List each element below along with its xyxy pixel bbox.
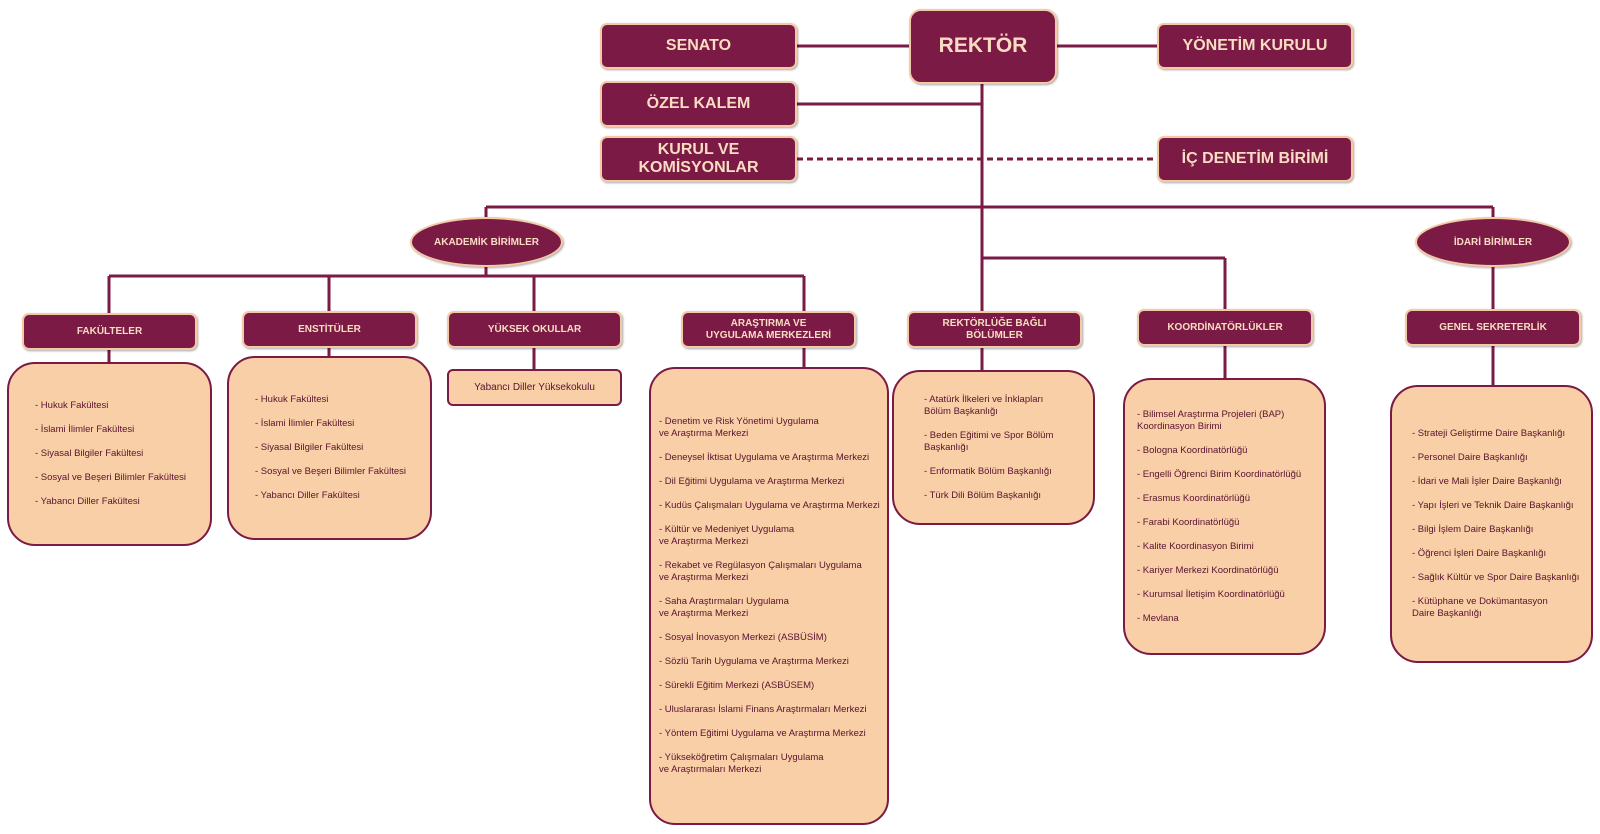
- list-item: - Kariyer Merkezi Koordinatörlüğü: [1137, 564, 1279, 576]
- list-item: - İslami İlimler Fakültesi: [35, 424, 135, 435]
- rektor-box: REKTÖR: [909, 9, 1057, 84]
- enstituler-header: ENSTİTÜLER: [242, 311, 417, 348]
- list-item: - Hukuk Fakültesi: [255, 394, 329, 405]
- yonetim-kurulu-box: YÖNETİM KURULU: [1157, 23, 1353, 69]
- list-item: - Erasmus Koordinatörlüğü: [1137, 492, 1250, 504]
- list-item: - Farabi Koordinatörlüğü: [1137, 516, 1240, 528]
- kurul-komisyonlar-box: KURUL VE KOMİSYONLAR: [600, 136, 797, 182]
- list-item: - Yöntem Eğitimi Uygulama ve Araştırma M…: [659, 728, 866, 739]
- list-item: - Hukuk Fakültesi: [35, 400, 109, 411]
- list-item: - Beden Eğitimi ve Spor Bölüm Başkanlığı: [924, 429, 1054, 453]
- idari-birimler-oval: İDARİ BİRİMLER: [1415, 217, 1571, 267]
- list-item: - Öğrenci İşleri Daire Başkanlığı: [1412, 548, 1547, 559]
- list-item: - Dil Eğitimi Uygulama ve Araştırma Merk…: [659, 476, 845, 487]
- list-item: - Sosyal ve Beşeri Bilimler Fakültesi: [35, 472, 186, 483]
- list-item: - Yapı İşleri ve Teknik Daire Başkanlığı: [1412, 500, 1574, 511]
- rektorluge-bagli-header: REKTÖRLÜĞE BAĞLI BÖLÜMLER: [907, 311, 1082, 348]
- list-item: - Mevlana: [1137, 612, 1179, 624]
- list-item: - Sağlık Kültür ve Spor Daire Başkanlığı: [1412, 572, 1580, 583]
- list-item: - Enformatik Bölüm Başkanlığı: [924, 465, 1052, 477]
- ic-denetim-box: İÇ DENETİM BİRİMİ: [1157, 136, 1353, 182]
- list-item: - Saha Araştırmaları Uygulama ve Araştır…: [659, 596, 789, 619]
- senato-box: SENATO: [600, 23, 797, 69]
- list-item: - Türk Dili Bölüm Başkanlığı: [924, 489, 1042, 501]
- genel-sekreterlik-header: GENEL SEKRETERLİK: [1405, 309, 1581, 346]
- arastirma-merkezleri-header: ARAŞTIRMA VE UYGULAMA MERKEZLERİ: [681, 311, 856, 348]
- list-item: - Denetim ve Risk Yönetimi Uygulama ve A…: [659, 416, 819, 439]
- list-item: - Strateji Geliştirme Daire Başkanlığı: [1412, 428, 1566, 439]
- rektorluge-bagli-list: - Atatürk İlkeleri ve İnklapları Bölüm B…: [892, 370, 1095, 525]
- list-item: - Deneysel İktisat Uygulama ve Araştırma…: [659, 452, 870, 463]
- fakulteler-list: - Hukuk Fakültesi - İslami İlimler Fakül…: [7, 362, 212, 546]
- fakulteler-header: FAKÜLTELER: [22, 313, 197, 350]
- list-item: - Yabancı Diller Fakültesi: [255, 490, 360, 501]
- list-item: - Engelli Öğrenci Birim Koordinatörlüğü: [1137, 468, 1302, 480]
- list-item: - Siyasal Bilgiler Fakültesi: [35, 448, 144, 459]
- list-item: - Sosyal İnovasyon Merkezi (ASBÜSİM): [659, 632, 827, 643]
- list-item: - İdari ve Mali İşler Daire Başkanlığı: [1412, 476, 1562, 487]
- ozel-kalem-box: ÖZEL KALEM: [600, 81, 797, 127]
- akademik-birimler-oval: AKADEMİK BİRİMLER: [410, 217, 563, 267]
- list-item: - Siyasal Bilgiler Fakültesi: [255, 442, 364, 453]
- list-item: - Rekabet ve Regülasyon Çalışmaları Uygu…: [659, 560, 862, 583]
- list-item: - Bilimsel Araştırma Projeleri (BAP) Koo…: [1137, 408, 1285, 432]
- list-item: - Kurumsal İletişim Koordinatörlüğü: [1137, 588, 1285, 600]
- list-item: - Kültür ve Medeniyet Uygulama ve Araştı…: [659, 524, 795, 547]
- list-item: - Sözlü Tarih Uygulama ve Araştırma Merk…: [659, 656, 849, 667]
- list-item: - Kudüs Çalışmaları Uygulama ve Araştırm…: [659, 500, 880, 511]
- koordinatorlukler-list: - Bilimsel Araştırma Projeleri (BAP) Koo…: [1123, 378, 1326, 655]
- enstituler-list: - Hukuk Fakültesi - İslami İlimler Fakül…: [227, 356, 432, 540]
- list-item: - Bologna Koordinatörlüğü: [1137, 444, 1248, 456]
- list-item: - Atatürk İlkeleri ve İnklapları Bölüm B…: [924, 393, 1044, 417]
- yuksek-okullar-item: Yabancı Diller Yüksekokulu: [447, 369, 622, 406]
- arastirma-merkezleri-list: - Denetim ve Risk Yönetimi Uygulama ve A…: [649, 367, 889, 825]
- list-item: - Yükseköğretim Çalışmaları Uygulama ve …: [659, 752, 824, 775]
- list-item: - Yabancı Diller Fakültesi: [35, 496, 140, 507]
- yuksek-okullar-header: YÜKSEK OKULLAR: [447, 311, 622, 348]
- list-item: - Uluslararası İslami Finans Araştırmala…: [659, 704, 867, 715]
- list-item: - Bilgi İşlem Daire Başkanlığı: [1412, 524, 1534, 535]
- koordinatorlukler-header: KOORDİNATÖRLÜKLER: [1137, 309, 1313, 346]
- list-item: - Sosyal ve Beşeri Bilimler Fakültesi: [255, 466, 406, 477]
- list-item: - Kütüphane ve Dokümantasyon Daire Başka…: [1412, 596, 1548, 619]
- list-item: - Kalite Koordinasyon Birimi: [1137, 540, 1254, 552]
- list-item: - Sürekli Eğitim Merkezi (ASBÜSEM): [659, 680, 815, 691]
- genel-sekreterlik-list: - Strateji Geliştirme Daire Başkanlığı -…: [1390, 385, 1593, 663]
- list-item: - Personel Daire Başkanlığı: [1412, 452, 1528, 463]
- list-item: - İslami İlimler Fakültesi: [255, 418, 355, 429]
